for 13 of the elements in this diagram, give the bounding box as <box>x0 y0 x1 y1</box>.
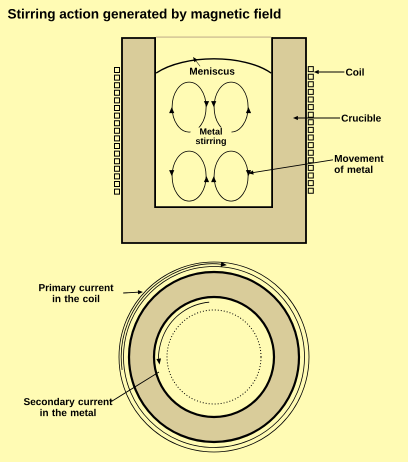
leader-line <box>193 57 200 66</box>
flow-loop <box>211 150 252 202</box>
part-label: Coil <box>346 68 364 76</box>
part-label: Crucible <box>342 114 381 122</box>
region-label: Metal stirring <box>190 128 232 146</box>
leader-line <box>110 372 160 402</box>
part-label: Meniscus <box>190 67 234 75</box>
part-label: Movement of metal <box>334 155 384 173</box>
crucible-drawing <box>121 36 307 244</box>
coil-drawing <box>308 66 314 194</box>
part-label: Primary current in the coil <box>39 284 114 302</box>
diagram-title: Stirring action generated by magnetic field <box>8 8 280 22</box>
part-label: Secondary current in the metal <box>24 398 112 416</box>
